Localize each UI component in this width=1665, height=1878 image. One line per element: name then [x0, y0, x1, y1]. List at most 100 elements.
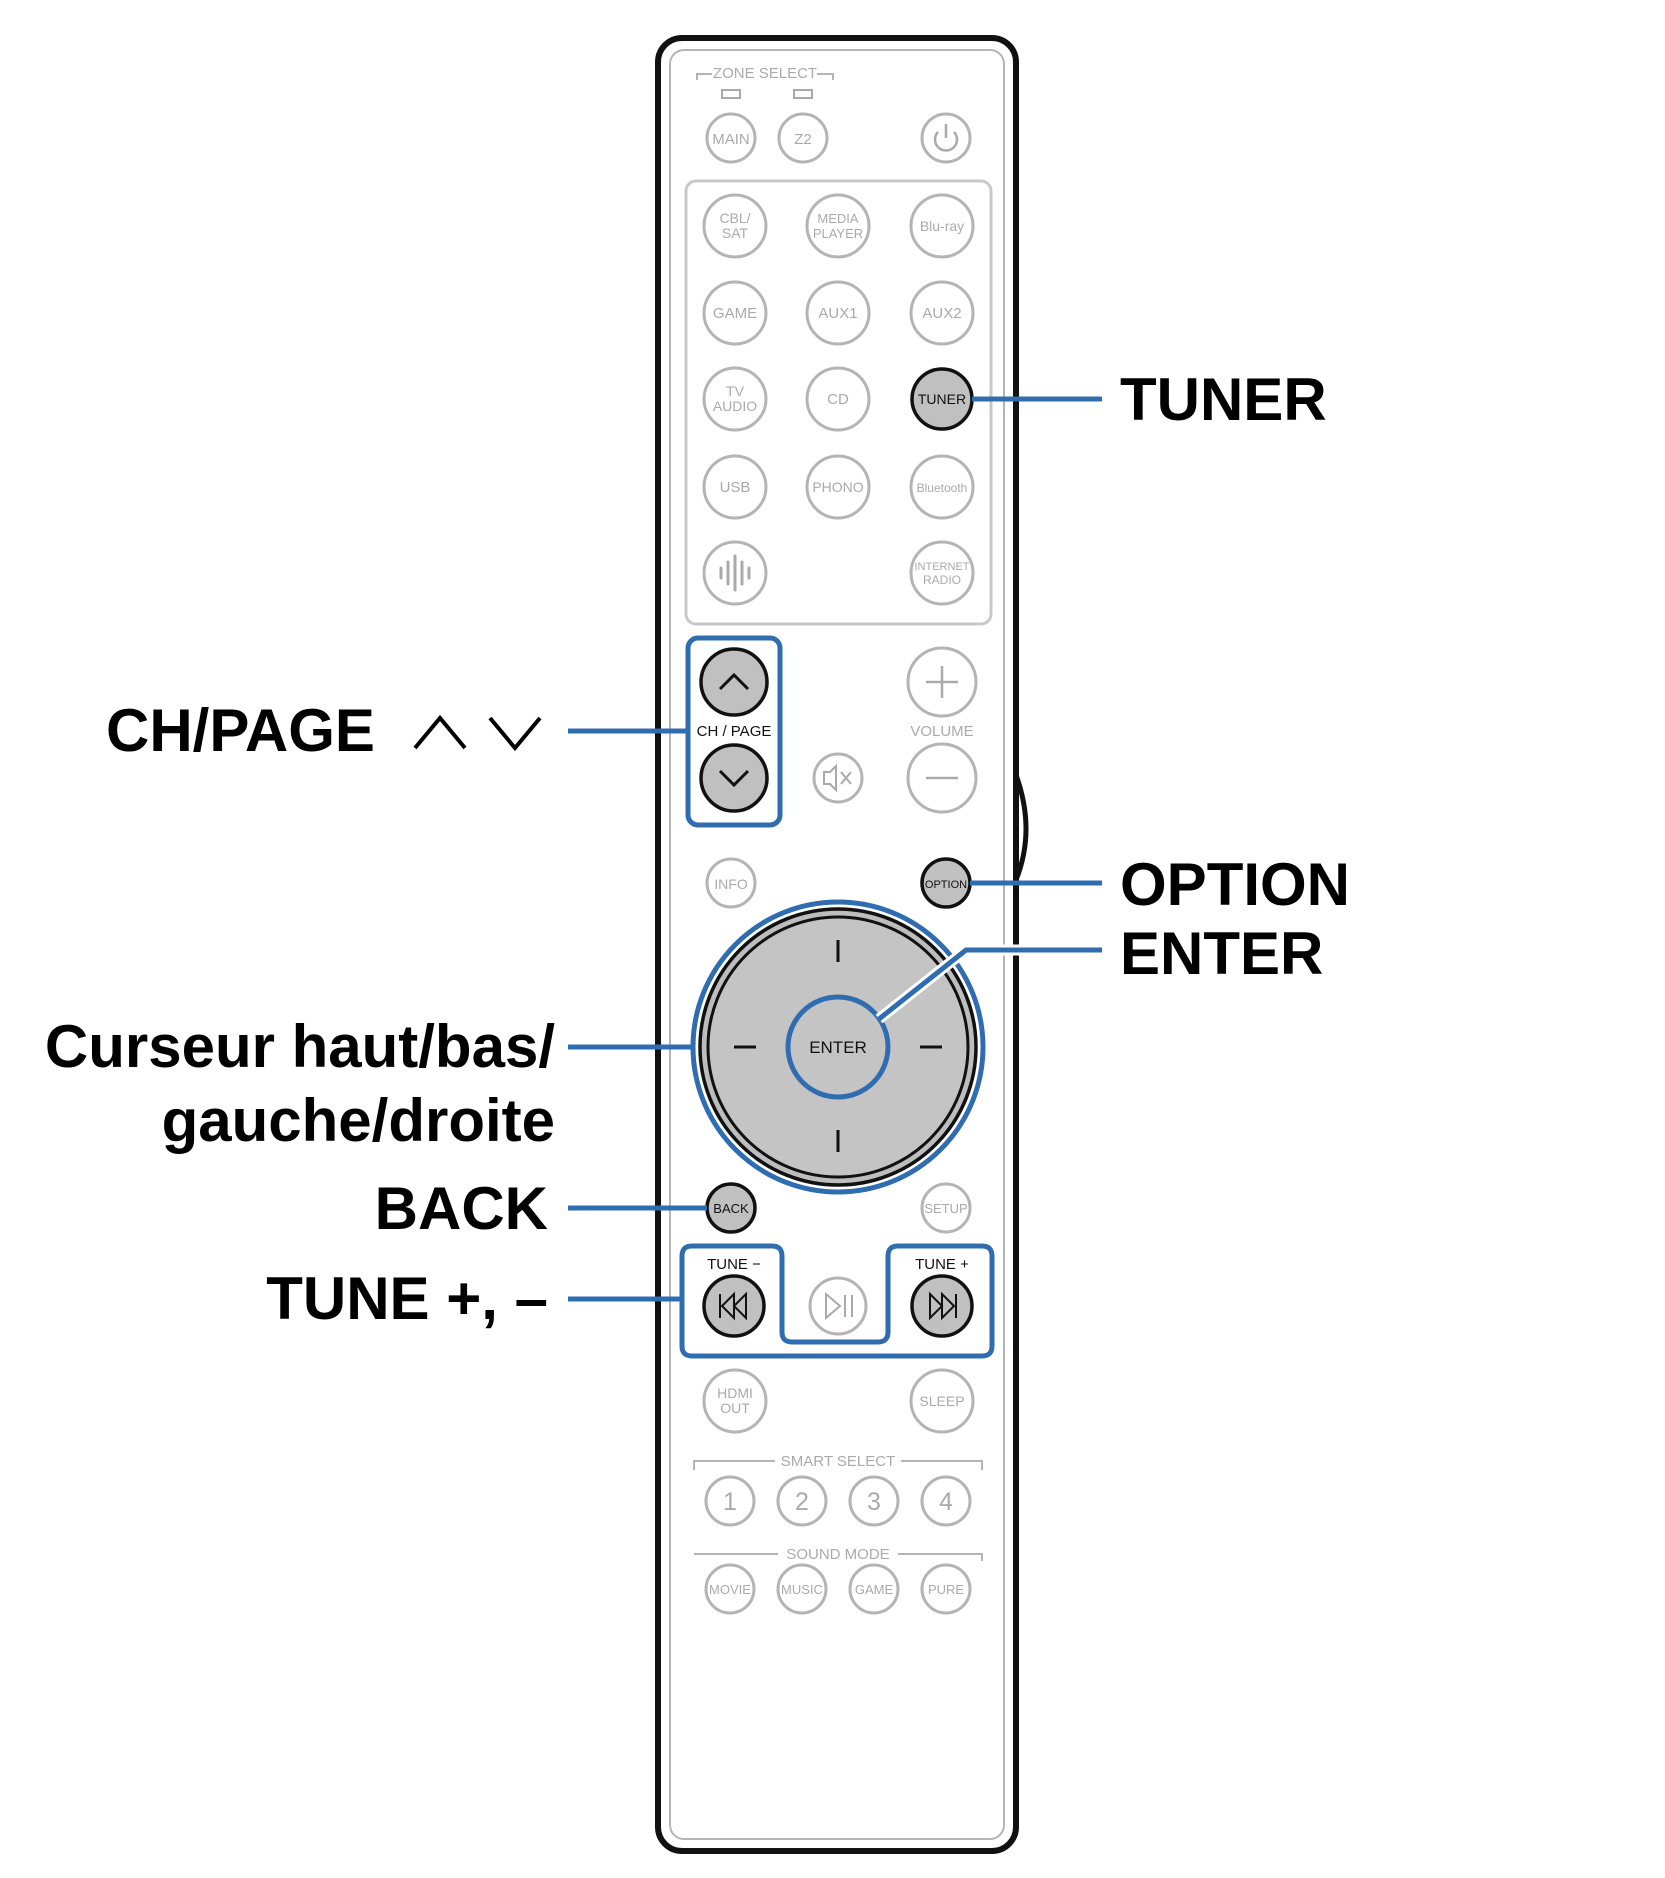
- setup-button[interactable]: SETUP: [920, 1182, 972, 1234]
- main-button-label: MAIN: [712, 131, 750, 148]
- smart-4-label: 4: [939, 1488, 953, 1516]
- back-callout: BACK: [375, 1175, 548, 1242]
- back-label: BACK: [713, 1201, 749, 1216]
- smart-1-label: 1: [723, 1488, 737, 1516]
- ch-page-up-button[interactable]: [699, 647, 769, 717]
- cursor-callout-line1: Curseur haut/bas/: [45, 1013, 555, 1080]
- music-label: MUSIC: [781, 1582, 823, 1597]
- tune-callout: TUNE +, –: [266, 1265, 548, 1332]
- ch-page-chevrons-icon: [413, 714, 542, 752]
- smart-select-1-button[interactable]: 1: [704, 1475, 756, 1527]
- zone-main-led: [721, 89, 741, 99]
- aux2-button[interactable]: AUX2: [909, 280, 975, 346]
- z2-button[interactable]: Z2: [777, 112, 829, 164]
- zone-z2-led: [793, 89, 813, 99]
- game-button[interactable]: GAME: [702, 280, 768, 346]
- smart-select-label: SMART SELECT: [781, 1453, 895, 1470]
- option-callout: OPTION: [1120, 851, 1350, 918]
- sleep-button[interactable]: SLEEP: [909, 1368, 975, 1434]
- tune-minus-button[interactable]: [702, 1274, 766, 1338]
- usb-button[interactable]: USB: [702, 454, 768, 520]
- aux1-button[interactable]: AUX1: [805, 280, 871, 346]
- zone-bracket-left: [696, 73, 712, 80]
- tune-highlight-outline: [679, 1243, 995, 1359]
- game-mode-button[interactable]: GAME: [848, 1563, 900, 1615]
- enter-button[interactable]: ENTER: [785, 994, 891, 1100]
- movie-button[interactable]: MOVIE: [704, 1563, 756, 1615]
- bluetooth-label: Bluetooth: [917, 481, 968, 495]
- smart-3-label: 3: [867, 1488, 881, 1516]
- sound-mode-header: SOUND MODE: [694, 1546, 983, 1563]
- tune-plus-label: TUNE +: [915, 1256, 969, 1273]
- info-button[interactable]: INFO: [705, 857, 757, 909]
- smart-select-3-button[interactable]: 3: [848, 1475, 900, 1527]
- hdmi-out-button[interactable]: HDMI OUT: [702, 1368, 768, 1434]
- skip-forward-icon: [929, 1291, 957, 1321]
- smart-select-2-button[interactable]: 2: [776, 1475, 828, 1527]
- cbl-sat-label-2: SAT: [722, 225, 749, 241]
- tune-plus-button[interactable]: [910, 1274, 974, 1338]
- phono-button[interactable]: PHONO: [805, 454, 871, 520]
- main-button[interactable]: MAIN: [705, 112, 757, 164]
- media-player-label-1: MEDIA: [817, 211, 859, 226]
- power-icon: [933, 131, 959, 152]
- volume-label: VOLUME: [910, 723, 973, 740]
- internet-radio-button[interactable]: INTERNET RADIO: [909, 540, 975, 606]
- tuner-button[interactable]: TUNER: [910, 367, 974, 431]
- power-button[interactable]: [920, 112, 972, 164]
- z2-button-label: Z2: [794, 131, 812, 148]
- sound-mode-label: SOUND MODE: [786, 1546, 889, 1563]
- tv-audio-label-1: TV: [726, 383, 745, 399]
- pure-label: PURE: [928, 1582, 964, 1597]
- ch-page-callout: CH/PAGE: [106, 697, 375, 764]
- game-label: GAME: [713, 305, 757, 322]
- ch-page-down-button[interactable]: [699, 743, 769, 813]
- usb-label: USB: [720, 479, 751, 496]
- enter-leader: [875, 944, 1102, 1024]
- play-pause-button[interactable]: [808, 1276, 868, 1336]
- back-button[interactable]: BACK: [705, 1182, 757, 1234]
- mute-button[interactable]: [812, 752, 864, 804]
- tv-audio-button[interactable]: TV AUDIO: [702, 366, 768, 432]
- callout-labels: TUNER CH/PAGE OPTION ENTER Curseur haut/…: [45, 366, 1350, 1332]
- hdmi-out-label-2: OUT: [720, 1400, 750, 1416]
- enter-callout: ENTER: [1120, 920, 1323, 987]
- option-label: OPTION: [925, 879, 967, 891]
- smart-select-4-button[interactable]: 4: [920, 1475, 972, 1527]
- sleep-label: SLEEP: [919, 1393, 964, 1409]
- zone-select-label: ZONE SELECT: [713, 65, 817, 82]
- chevron-up-icon: [718, 672, 750, 691]
- skip-back-icon: [719, 1291, 747, 1321]
- remote-side-bump: [1013, 774, 1029, 881]
- chevron-down-icon: [718, 769, 750, 788]
- mute-x-2: [840, 771, 852, 785]
- cursor-callout-line2: gauche/droite: [162, 1087, 555, 1154]
- cbl-sat-label-1: CBL/: [719, 210, 750, 226]
- media-player-button[interactable]: MEDIA PLAYER: [805, 193, 871, 259]
- aux2-label: AUX2: [922, 305, 961, 322]
- music-button[interactable]: MUSIC: [776, 1563, 828, 1615]
- bluetooth-button[interactable]: Bluetooth: [909, 454, 975, 520]
- cd-label: CD: [827, 391, 849, 408]
- cbl-sat-button[interactable]: CBL/ SAT: [702, 193, 768, 259]
- volume-down-button[interactable]: [906, 742, 978, 814]
- cd-button[interactable]: CD: [805, 366, 871, 432]
- bluray-button[interactable]: Blu-ray: [909, 193, 975, 259]
- pure-button[interactable]: PURE: [920, 1563, 972, 1615]
- heos-button[interactable]: [702, 540, 768, 606]
- hdmi-out-label-1: HDMI: [717, 1385, 753, 1401]
- speaker-mute-icon: [823, 763, 837, 793]
- play-pause-icon: [825, 1291, 842, 1321]
- option-button[interactable]: OPTION: [920, 857, 972, 909]
- leader-lines: [568, 396, 1102, 1302]
- tuner-callout: TUNER: [1120, 366, 1327, 433]
- info-label: INFO: [714, 876, 748, 892]
- volume-up-button[interactable]: [906, 646, 978, 718]
- bluray-label: Blu-ray: [920, 218, 964, 234]
- game-mode-label: GAME: [855, 1582, 894, 1597]
- smart-select-header: SMART SELECT: [693, 1453, 983, 1470]
- zone-select-group: ZONE SELECT: [696, 65, 834, 99]
- media-player-label-2: PLAYER: [813, 226, 863, 241]
- tuner-label: TUNER: [918, 391, 966, 407]
- tune-minus-label: TUNE −: [707, 1256, 761, 1273]
